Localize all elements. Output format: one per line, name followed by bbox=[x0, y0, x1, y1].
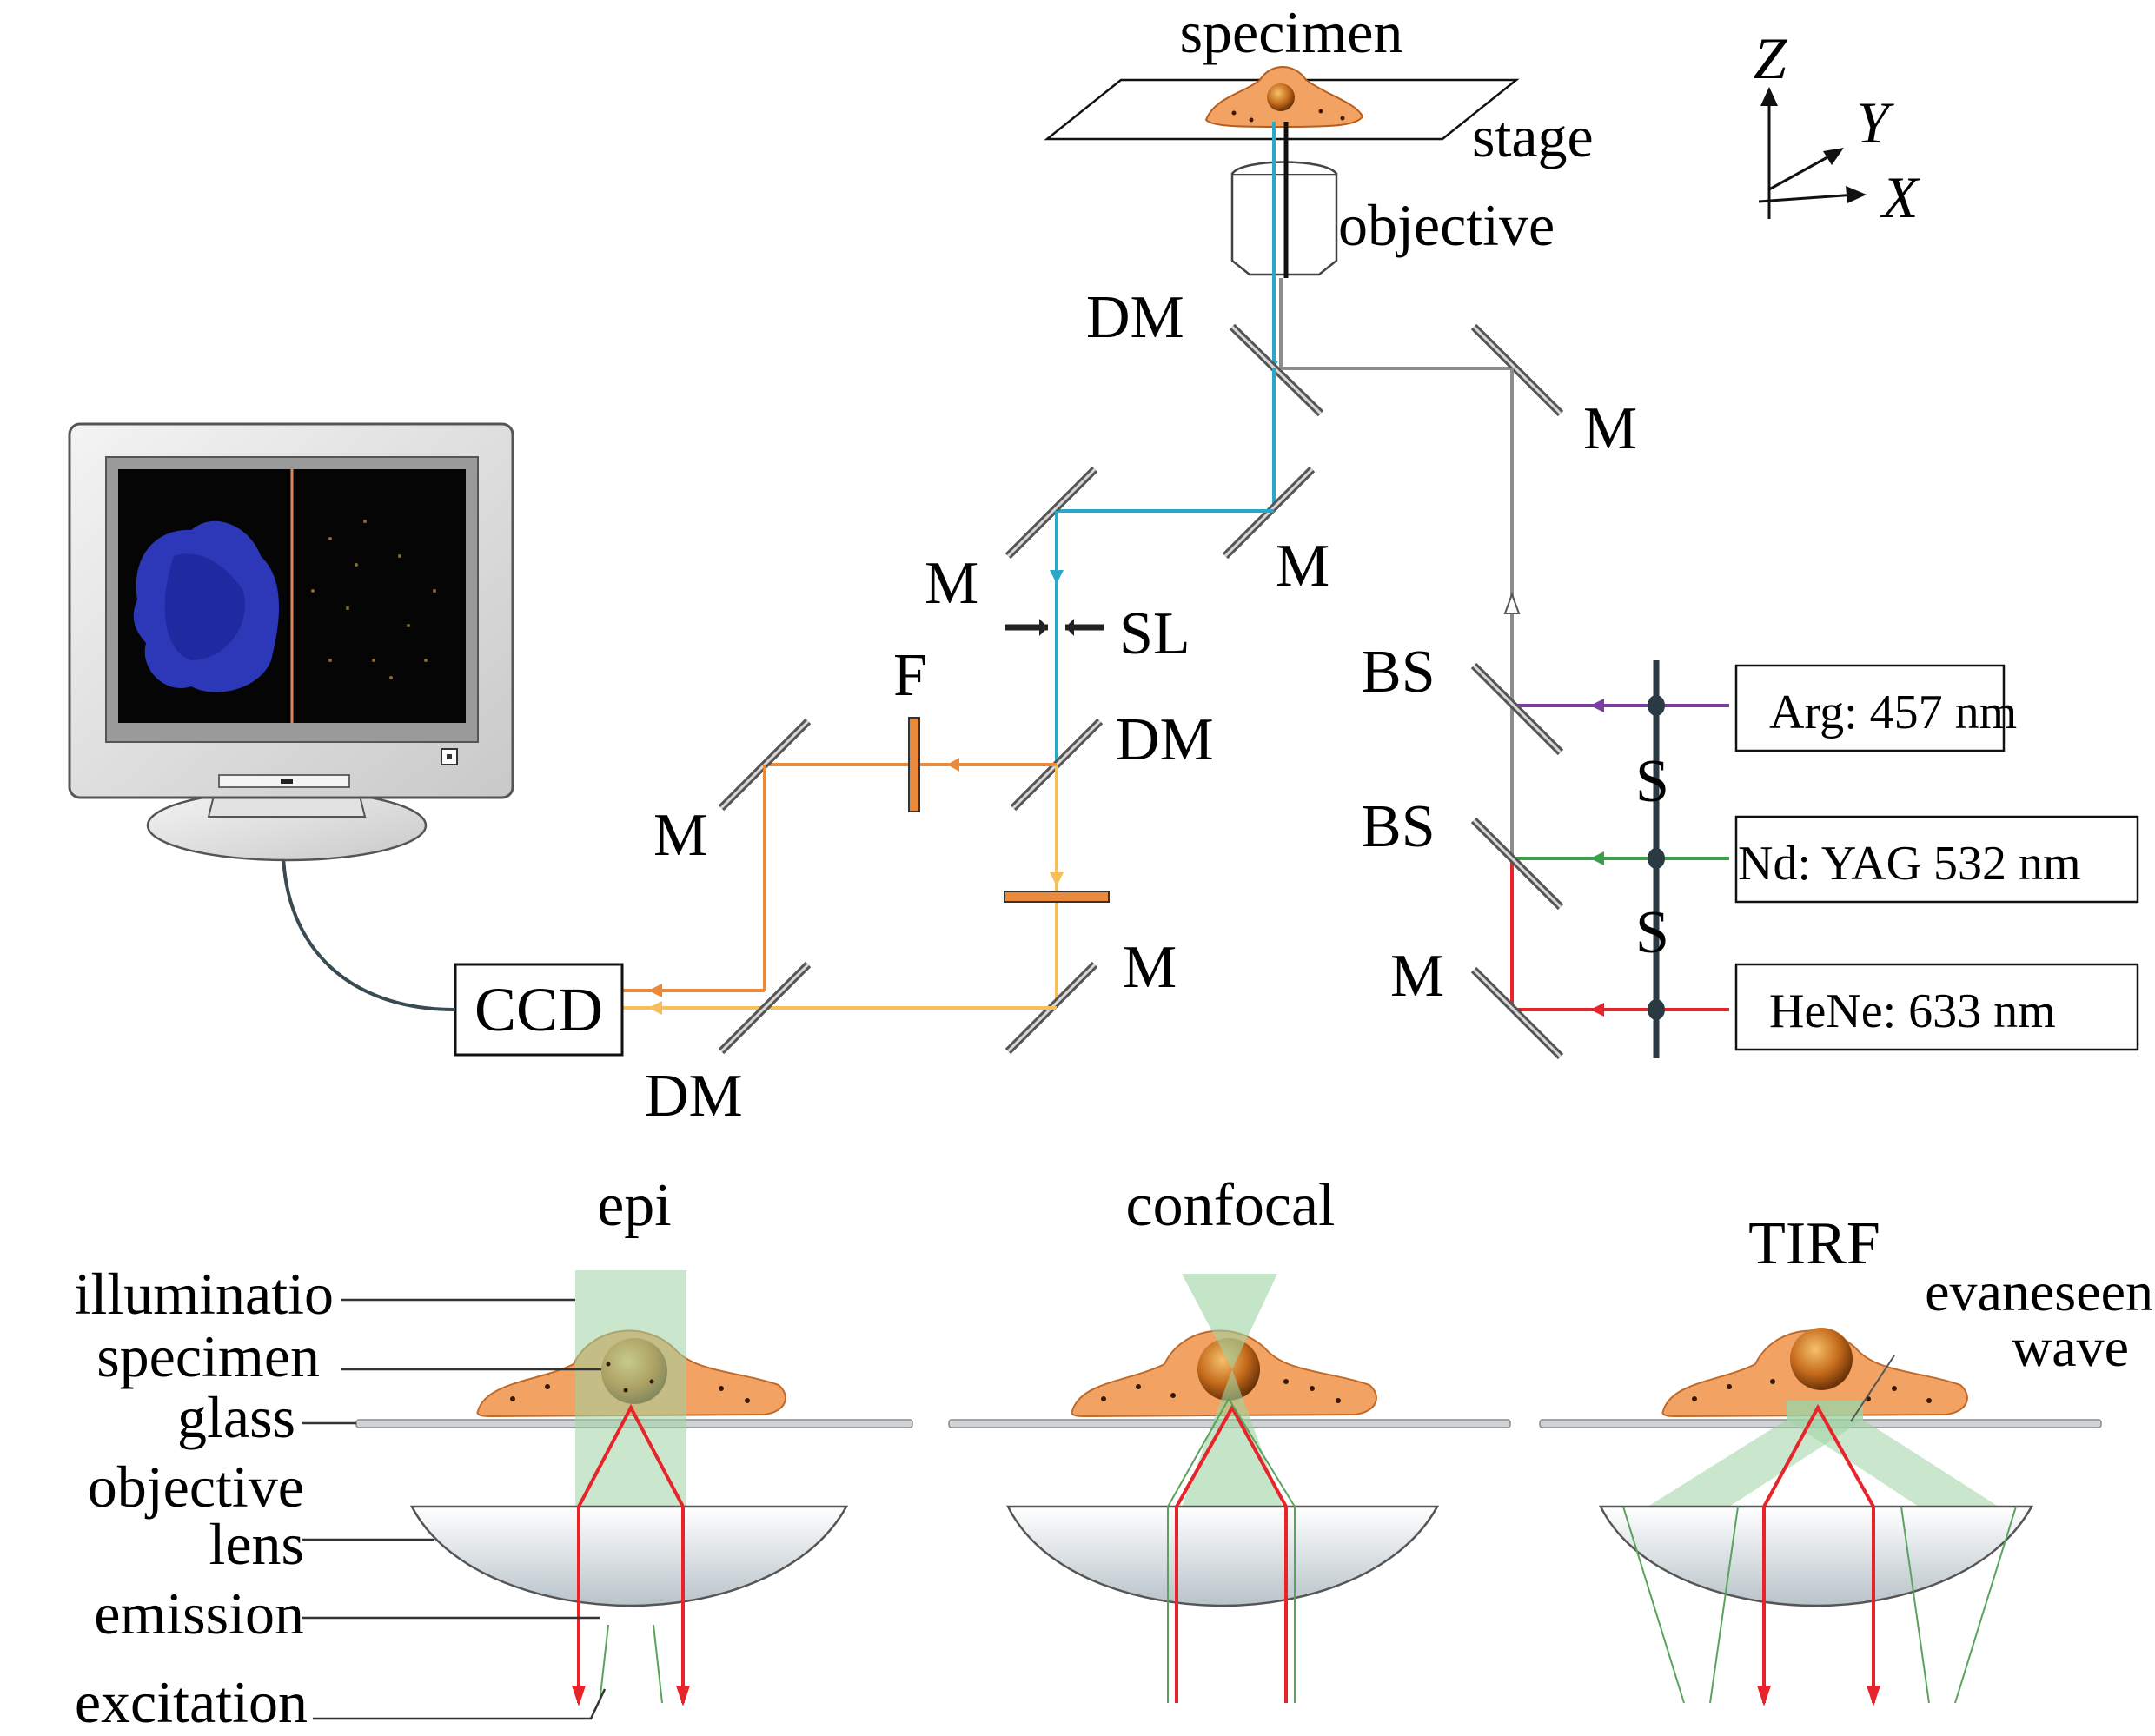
legend-illumination: illuminatio bbox=[75, 1261, 334, 1327]
computer-monitor bbox=[68, 422, 514, 862]
label-laser-hene: HeNe: 633 nm bbox=[1769, 984, 2056, 1038]
axis-label-y: Y bbox=[1856, 89, 1894, 156]
illumination-modes bbox=[302, 1270, 2102, 1720]
label-laser-argon: Arg: 457 nm bbox=[1769, 686, 2017, 739]
evanescent-field bbox=[1787, 1401, 1863, 1420]
axis-label-x: X bbox=[1880, 164, 1920, 230]
confocal-cone-bottom bbox=[1182, 1369, 1283, 1507]
shutter-column bbox=[1648, 660, 1665, 1058]
legend-specimen: specimen bbox=[96, 1323, 320, 1389]
epi-lens bbox=[409, 1505, 849, 1607]
legend-lens: lens bbox=[209, 1511, 304, 1577]
filter bbox=[908, 717, 920, 812]
laser-box-ndyag bbox=[1734, 815, 2139, 904]
label-m-mid-left: M bbox=[925, 550, 978, 617]
tirf-lens bbox=[1598, 1505, 2034, 1607]
laser-box-hene bbox=[1734, 963, 2139, 1051]
label-stage: stage bbox=[1472, 103, 1594, 169]
label-dm-bottom: DM bbox=[645, 1063, 743, 1130]
panel-tirf bbox=[1598, 1328, 2034, 1706]
laser-box-argon bbox=[1734, 664, 2006, 752]
ccd-box bbox=[454, 963, 624, 1057]
legend-leaders bbox=[302, 1298, 607, 1720]
legend-objective: objective bbox=[88, 1454, 304, 1520]
title-confocal: confocal bbox=[1126, 1172, 1336, 1239]
label-bs-2: BS bbox=[1361, 793, 1436, 860]
confocal-cone-top bbox=[1182, 1274, 1277, 1369]
panel-epi bbox=[409, 1270, 849, 1706]
title-tirf: TIRF bbox=[1748, 1210, 1880, 1277]
label-laser-ndyag: Nd: YAG 532 nm bbox=[1738, 837, 2081, 891]
labels: specimen stage objective Z Y X DM M M M … bbox=[75, 0, 2153, 1735]
label-sl: SL bbox=[1119, 600, 1190, 667]
label-evanescent-2: wave bbox=[2012, 1316, 2129, 1378]
gray-path-arrow bbox=[1503, 592, 1521, 614]
legend-emission: emission bbox=[94, 1580, 304, 1647]
label-dm-top: DM bbox=[1086, 284, 1184, 351]
axis-label-z: Z bbox=[1754, 25, 1787, 91]
legend-excitation: excitation bbox=[75, 1669, 308, 1735]
label-bs-1: BS bbox=[1361, 639, 1436, 706]
title-epi: epi bbox=[597, 1172, 672, 1239]
label-evanescent-1: evaneseen bbox=[1925, 1261, 2153, 1322]
axes-indicator bbox=[1758, 87, 1867, 219]
label-m-mid-right: M bbox=[1276, 533, 1329, 600]
confocal-lens bbox=[1005, 1505, 1440, 1607]
monitor-cable bbox=[282, 854, 456, 1011]
label-m-laser-bottom: M bbox=[1390, 943, 1444, 1010]
filter-yellow bbox=[1004, 891, 1110, 903]
label-shutter-2: S bbox=[1635, 899, 1669, 966]
label-m-right-top: M bbox=[1583, 395, 1637, 462]
legend-glass: glass bbox=[177, 1384, 295, 1450]
label-objective: objective bbox=[1338, 192, 1555, 258]
label-specimen-top: specimen bbox=[1180, 0, 1403, 65]
specimen-cell bbox=[1204, 66, 1364, 129]
label-ccd: CCD bbox=[474, 975, 603, 1044]
optical-setup bbox=[68, 66, 2139, 1060]
label-dm-middle: DM bbox=[1116, 706, 1214, 773]
stage-plane bbox=[1044, 78, 1520, 141]
label-m-left-top: M bbox=[653, 802, 707, 869]
slit bbox=[1005, 619, 1104, 636]
label-shutter-1: S bbox=[1635, 748, 1669, 815]
label-f: F bbox=[893, 642, 927, 709]
panel-confocal bbox=[1005, 1274, 1440, 1703]
label-m-bottom-center: M bbox=[1123, 934, 1177, 1001]
